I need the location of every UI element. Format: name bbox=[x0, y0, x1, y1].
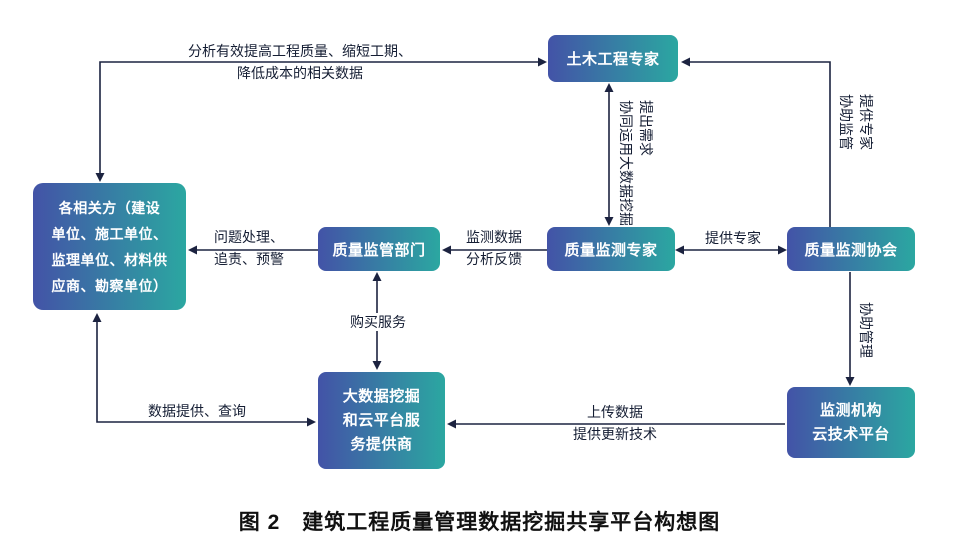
node-quality-monitoring-expert: 质量监测专家 bbox=[547, 227, 675, 271]
connector-cloud-bigdata bbox=[447, 419, 785, 429]
node-quality-monitoring-association: 质量监测协会 bbox=[787, 227, 915, 271]
connector-association-civil-expert bbox=[681, 57, 831, 227]
node-related-parties: 各相关方（建设 单位、施工单位、 监理单位、材料供 应商、勘察单位） bbox=[33, 183, 186, 310]
edge-label-data-provide-query: 数据提供、查询 bbox=[148, 403, 246, 419]
edge-label-collaborative-mining: 协同运用大数据挖掘 提出需求 bbox=[618, 100, 654, 226]
edge-label-assist-supervision-provide-experts: 协助监管 提供专家 bbox=[838, 94, 874, 150]
edge-label-analyze-data: 分析有效提高工程质量、缩短工期、 降低成本的相关数据 bbox=[188, 43, 412, 81]
node-bigdata-cloud-service-provider: 大数据挖掘 和云平台服 务提供商 bbox=[318, 372, 445, 469]
connector-parties-civil-expert bbox=[95, 57, 547, 182]
edge-label-upload-data: 上传数据 提供更新技术 bbox=[573, 404, 657, 442]
figure-caption: 图 2 建筑工程质量管理数据挖掘共享平台构想图 bbox=[238, 511, 721, 534]
node-monitoring-agency-cloud-platform: 监测机构 云技术平台 bbox=[787, 387, 915, 458]
edge-label-monitoring-data-feedback: 监测数据 分析反馈 bbox=[466, 229, 522, 267]
connector-parties-bigdata bbox=[92, 313, 316, 427]
connector-monitor-expert-supervision bbox=[442, 245, 547, 255]
edge-label-assist-management: 协助管理 bbox=[858, 302, 874, 358]
connector-association-monitor-expert bbox=[675, 245, 787, 255]
edge-label-problem-handling: 问题处理、 追责、预警 bbox=[214, 229, 284, 267]
node-quality-supervision-department: 质量监管部门 bbox=[318, 227, 440, 271]
connector-association-cloud bbox=[845, 272, 855, 386]
connector-supervision-parties bbox=[188, 245, 318, 255]
edge-label-provide-experts: 提供专家 bbox=[705, 230, 761, 246]
edge-label-buy-service: 购买服务 bbox=[347, 313, 409, 331]
node-civil-engineering-expert: 土木工程专家 bbox=[548, 35, 678, 82]
connector-civil-monitor-expert bbox=[604, 83, 614, 226]
